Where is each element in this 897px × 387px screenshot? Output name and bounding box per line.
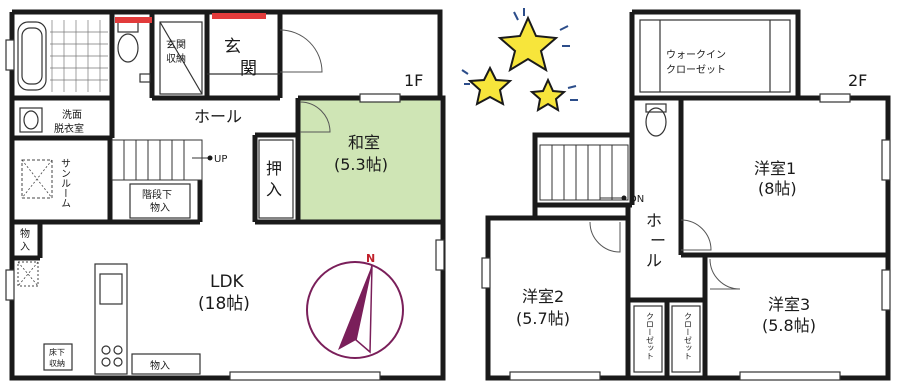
oshiire-label-2: 入 bbox=[266, 180, 282, 199]
washroom-label-2: 脱衣室 bbox=[54, 122, 84, 135]
floor1-label: 1F bbox=[404, 71, 423, 90]
sparkle-lines bbox=[461, 8, 578, 101]
under-stairs-label-2: 物入 bbox=[150, 201, 170, 214]
bedroom3-door-swing bbox=[709, 258, 741, 290]
floor2-labels: 2F ウォークイン クローゼット DN ホ ー ル 洋室1 (8帖) 洋室2 (… bbox=[516, 49, 867, 360]
wic-label-1: ウォークイン bbox=[666, 49, 726, 61]
hall-2f-label-3: ル bbox=[646, 251, 662, 270]
bedroom3-label-2: (5.8帖) bbox=[762, 316, 816, 335]
stairs-down-label: DN bbox=[629, 194, 644, 205]
closet-b-box bbox=[671, 305, 701, 373]
bedroom1-door-swing bbox=[680, 219, 712, 251]
oshiire-label-1: 押 bbox=[266, 159, 282, 178]
closet-a-label: クローゼット bbox=[646, 312, 655, 360]
bedroom3-label-1: 洋室3 bbox=[768, 295, 810, 314]
washroom-label-1: 洗面 bbox=[62, 109, 82, 121]
stairs-up-label: UP bbox=[214, 154, 227, 165]
compass bbox=[306, 261, 404, 359]
floor1-windows bbox=[5, 39, 445, 381]
under-stairs-storage-box bbox=[129, 183, 191, 219]
compass-needle bbox=[338, 265, 372, 350]
kitchen-storage-box bbox=[131, 353, 201, 375]
stars-decoration bbox=[461, 8, 578, 112]
star-icon-medium bbox=[467, 65, 513, 106]
sunroom-label: サンルーム bbox=[59, 158, 71, 208]
bathtub bbox=[17, 21, 47, 91]
oshiire-box bbox=[258, 139, 294, 219]
star-icon-large bbox=[497, 15, 559, 73]
underfloor-label-2: 収納 bbox=[49, 358, 65, 368]
floor1-plan bbox=[5, 9, 446, 381]
washitsu-label-2: (5.3帖) bbox=[334, 155, 388, 174]
entrance-label-2: 関 bbox=[240, 59, 257, 79]
hall-1f-label: ホール bbox=[194, 107, 242, 126]
entrance-storage-box bbox=[159, 21, 203, 95]
washroom-sink bbox=[19, 107, 43, 133]
under-stairs-label-1: 階段下 bbox=[142, 188, 172, 201]
floor1-outer-wall bbox=[9, 9, 446, 381]
floor1-labels: 1F 玄 関 玄関 収納 ホール 洗面 脱衣室 サンルーム UP 階段下 物入 … bbox=[20, 37, 423, 372]
washitsu-door-swing bbox=[299, 101, 331, 133]
stairs-1f bbox=[111, 139, 208, 181]
hall-2f-label-2: ー bbox=[650, 231, 666, 250]
entrance-storage-label-1: 玄関 bbox=[166, 38, 186, 51]
floor2-plan bbox=[481, 9, 891, 381]
washitsu-floor bbox=[300, 100, 440, 220]
underfloor-storage-box bbox=[43, 343, 73, 371]
bedroom1-label-2: (8帖) bbox=[758, 179, 797, 198]
washitsu-label-1: 和室 bbox=[348, 133, 380, 152]
left-storage-marker bbox=[17, 261, 39, 287]
toilet-1f bbox=[117, 21, 151, 83]
storage-bottom-label: 物入 bbox=[150, 359, 170, 372]
entrance-label-1: 玄 bbox=[224, 37, 241, 57]
entrance-storage-label-2: 収納 bbox=[166, 52, 186, 65]
compass-north-label: N bbox=[366, 252, 375, 265]
floor2-outer-wall bbox=[485, 9, 891, 381]
bath-tile-grid bbox=[50, 20, 108, 92]
ldk-label-2: (18帖) bbox=[198, 294, 250, 314]
storage-left-label-1: 物 bbox=[20, 227, 30, 240]
floor2-interior-walls bbox=[488, 95, 888, 378]
closet-a-box bbox=[633, 305, 663, 373]
stairs-up-marker bbox=[207, 155, 213, 161]
underfloor-label-1: 床下 bbox=[49, 347, 65, 357]
floor2-label: 2F bbox=[848, 71, 867, 90]
toilet-2f bbox=[645, 103, 667, 137]
bedroom2-label-1: 洋室2 bbox=[522, 287, 564, 306]
stairs-down-marker bbox=[621, 195, 627, 201]
ldk-label-1: LDK bbox=[210, 272, 245, 292]
star-icon-small bbox=[529, 77, 567, 112]
stairs-2f bbox=[539, 144, 629, 201]
kitchen-counter bbox=[94, 263, 128, 375]
walk-in-closet-box bbox=[639, 19, 791, 93]
storage-left-label-2: 入 bbox=[20, 242, 30, 253]
floor2-windows bbox=[481, 93, 891, 381]
bedroom2-door-swing bbox=[589, 221, 621, 253]
bedroom2-label-2: (5.7帖) bbox=[516, 309, 570, 328]
bedroom1-label-1: 洋室1 bbox=[754, 159, 796, 178]
sunroom-area bbox=[21, 159, 53, 199]
hall-2f-label-1: ホ bbox=[646, 211, 662, 230]
floor1-interior-walls bbox=[12, 12, 443, 261]
front-door-swing bbox=[279, 29, 323, 73]
wic-label-2: クローゼット bbox=[666, 64, 726, 76]
closet-b-label: クローゼット bbox=[684, 312, 693, 360]
